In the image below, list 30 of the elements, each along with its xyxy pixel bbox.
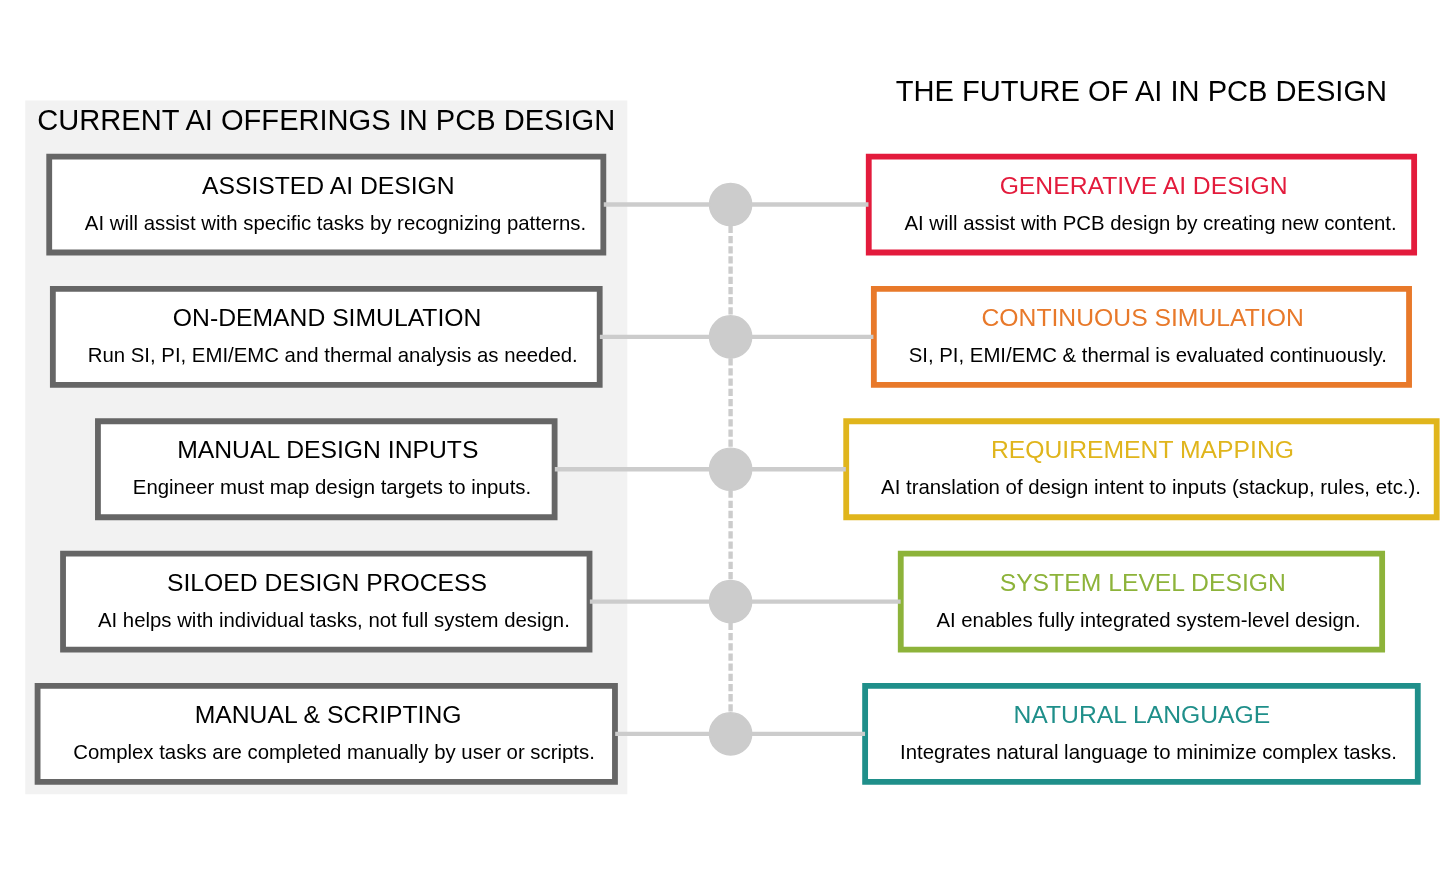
node-circle xyxy=(708,315,753,359)
connector xyxy=(728,225,733,316)
connector xyxy=(728,622,733,713)
node-circle xyxy=(708,447,753,492)
node-circle xyxy=(708,712,753,756)
node-box: ASSISTED AI DESIGN AI will assist with specific tasks by recognizing patterns. xyxy=(46,153,607,256)
connector xyxy=(728,490,733,581)
node-box: SYSTEM LEVEL DESIGN AI enables fully integrated system-level design. xyxy=(897,550,1386,653)
node-box: SILOED DESIGN PROCESS AI helps with individual tasks, not full system design. xyxy=(60,550,593,653)
connector xyxy=(751,467,846,472)
node-box: ON-DEMAND SIMULATION Run SI, PI, EMI/EMC and thermal analysis as needed. xyxy=(49,285,603,388)
connector xyxy=(751,731,866,737)
node-box: CONTINUOUS SIMULATION SI, PI, EMI/EMC & thermal is evaluated continuously. xyxy=(870,285,1412,388)
node-circle xyxy=(708,579,753,624)
node-circle xyxy=(708,182,753,227)
connector xyxy=(599,334,710,340)
node-box: MANUAL DESIGN INPUTS Engineer must map design targets to inputs. xyxy=(95,418,558,521)
connector xyxy=(728,358,733,449)
connector xyxy=(751,599,901,604)
connector xyxy=(603,202,710,207)
connector xyxy=(615,731,710,737)
connector xyxy=(554,467,710,472)
node-box: REQUIREMENT MAPPING AI translation of design intent to inputs (stackup, rules, etc.). xyxy=(843,418,1440,521)
connector xyxy=(589,599,710,604)
connector xyxy=(751,334,874,340)
node-box: MANUAL & SCRIPTING Complex tasks are completed manually by user or scripts. xyxy=(34,683,618,785)
label: THE FUTURE OF AI IN PCB DESIGN xyxy=(895,75,1388,108)
node-box: NATURAL LANGUAGE Integrates natural language to minimize complex tasks. xyxy=(862,683,1421,785)
connector xyxy=(751,202,869,207)
node-box: GENERATIVE AI DESIGN AI will assist with PCB design by creating new content. xyxy=(865,153,1418,256)
